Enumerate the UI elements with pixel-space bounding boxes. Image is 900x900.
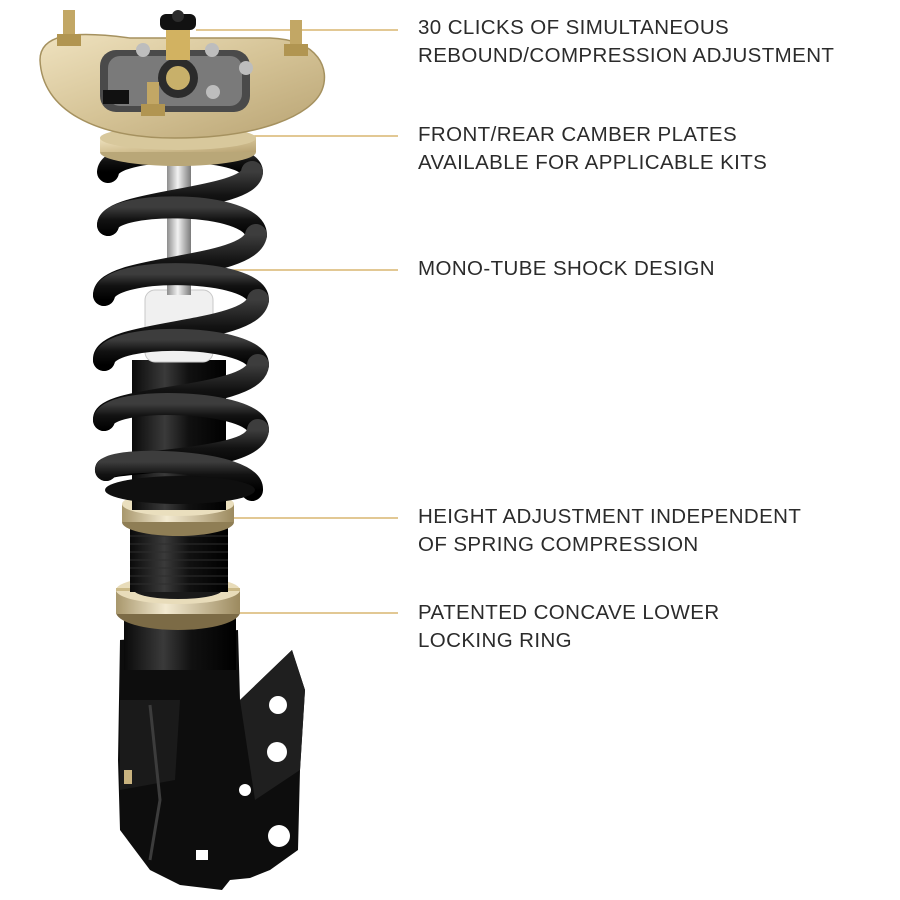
callout-camber-line-2: AVAILABLE FOR APPLICABLE KITS [418, 151, 768, 174]
mounting-studs [57, 10, 308, 116]
callout-height-line-2: OF SPRING COMPRESSION [418, 533, 699, 556]
callout-mono-tube: MONO-TUBE SHOCK DESIGN [418, 255, 715, 283]
callout-adjustment: 30 CLICKS OF SIMULTANEOUS REBOUND/COMPRE… [418, 14, 834, 70]
callout-mono-tube-line-1: MONO-TUBE SHOCK DESIGN [418, 257, 715, 280]
callout-height-line-1: HEIGHT ADJUSTMENT INDEPENDENT [418, 505, 802, 528]
adjuster-knob [160, 10, 196, 60]
callout-adjustment-line-1: 30 CLICKS OF SIMULTANEOUS [418, 16, 730, 39]
callout-locking-ring: PATENTED CONCAVE LOWER LOCKING RING [418, 599, 720, 655]
lower-bracket [118, 630, 305, 890]
callout-height-adjustment: HEIGHT ADJUSTMENT INDEPENDENT OF SPRING … [418, 503, 801, 559]
callout-locking-line-2: LOCKING RING [418, 629, 573, 652]
coil-spring [93, 140, 269, 501]
camber-plate [39, 33, 326, 139]
callout-camber-line-1: FRONT/REAR CAMBER PLATES [418, 123, 738, 146]
callout-camber-plates: FRONT/REAR CAMBER PLATES AVAILABLE FOR A… [418, 121, 767, 177]
callout-adjustment-line-2: REBOUND/COMPRESSION ADJUSTMENT [418, 44, 835, 67]
callout-locking-line-1: PATENTED CONCAVE LOWER [418, 601, 720, 624]
